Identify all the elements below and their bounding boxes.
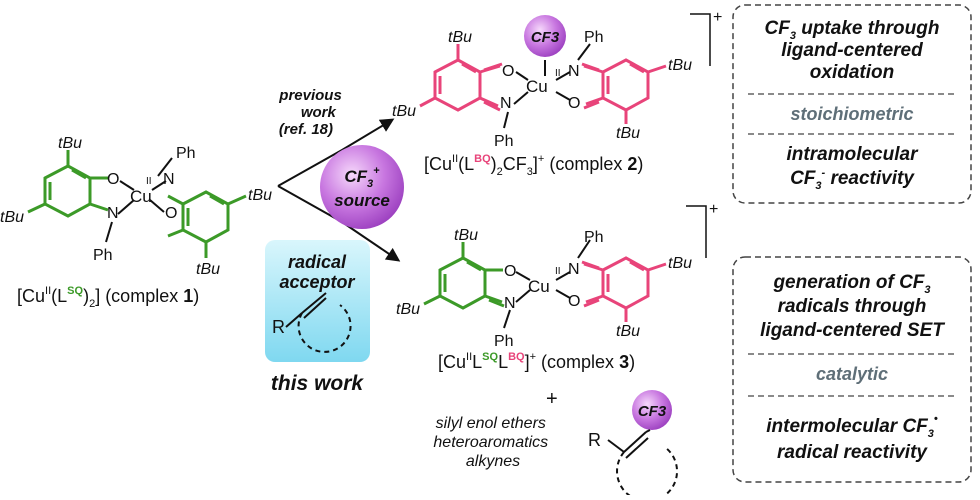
- svg-text:acceptor: acceptor: [279, 272, 355, 292]
- c3-ph-top: Ph: [584, 229, 604, 246]
- c3-tbu-bottom: tBu: [616, 323, 640, 340]
- svg-text:radical: radical: [288, 252, 347, 272]
- cf3-source-sphere: CF3+ source: [320, 145, 404, 229]
- c3-ph-bottom: Ph: [494, 333, 514, 350]
- previous-work-label: previous work (ref. 18): [278, 87, 346, 138]
- info-box-top: CF3 uptake through ligand-centered oxida…: [732, 4, 972, 204]
- c2-tbu-left: tBu: [392, 103, 416, 120]
- c1-n2: N: [163, 171, 175, 188]
- c3-tbu-left: tBu: [396, 301, 420, 318]
- c3-o1: O: [504, 263, 516, 280]
- c2-tbu-top: tBu: [448, 29, 472, 46]
- svg-text:radical reactivity: radical reactivity: [777, 442, 928, 463]
- this-work-label: this work: [271, 372, 365, 395]
- c3-cu-ox: II: [555, 266, 561, 277]
- product-cf3: CF3: [638, 403, 667, 420]
- c3-n1: N: [504, 295, 516, 312]
- c2-tbu-bottom: tBu: [616, 125, 640, 142]
- c1-cu-ox: II: [146, 176, 152, 187]
- c3-o2: O: [568, 293, 580, 310]
- plus-sign: +: [546, 388, 558, 410]
- c1-ph-top: Ph: [176, 145, 196, 162]
- c2-n1: N: [500, 95, 512, 112]
- c3-n2: N: [568, 261, 580, 278]
- svg-text:ligand-centered: ligand-centered: [781, 40, 923, 61]
- complex-1-caption: [CuII(LSQ)2] (complex 1): [17, 285, 199, 310]
- svg-text:intermolecular CF3•: intermolecular CF3•: [766, 413, 938, 440]
- c1-o1: O: [107, 171, 119, 188]
- c2-cf3: CF3: [531, 29, 560, 46]
- c2-ph-bottom: Ph: [494, 133, 514, 150]
- complex-2-caption: [CuII(LBQ)2CF3]+ (complex 2): [424, 153, 643, 178]
- c2-ph-top: Ph: [584, 29, 604, 46]
- c2-n2: N: [568, 63, 580, 80]
- c1-tbu-top: tBu: [58, 135, 82, 152]
- c2-o1: O: [502, 63, 514, 80]
- c1-n1: N: [107, 205, 119, 222]
- svg-text:ligand-centered SET: ligand-centered SET: [760, 320, 945, 341]
- svg-text:CF3+: CF3+: [344, 165, 380, 190]
- complex-1-structure: O N Cu II N O Ph Ph tBu tBu tBu tBu: [0, 135, 272, 278]
- svg-text:CF3 uptake through: CF3 uptake through: [764, 18, 939, 42]
- svg-text:radicals through: radicals through: [778, 296, 927, 317]
- complex-3-structure: O N Cu II N O Ph Ph tBu tBu tBu tBu +: [396, 201, 718, 350]
- svg-text:generation of CF3: generation of CF3: [772, 272, 930, 296]
- c2-cu: Cu: [526, 77, 548, 96]
- product-structure: CF3 R: [588, 390, 679, 500]
- svg-text:source: source: [334, 191, 390, 210]
- svg-text:intramolecular: intramolecular: [787, 144, 920, 165]
- c3-cu: Cu: [528, 277, 550, 296]
- svg-text:oxidation: oxidation: [810, 62, 894, 83]
- substrate-list: silyl enol ethers heteroaromatics alkyne…: [433, 415, 552, 470]
- c1-o2: O: [165, 205, 177, 222]
- radical-acceptor-r: R: [272, 317, 285, 337]
- c3-charge: +: [709, 201, 718, 218]
- c3-tbu-right: tBu: [668, 255, 692, 272]
- svg-text:stoichiometric: stoichiometric: [790, 104, 913, 124]
- c1-ph-bottom: Ph: [93, 247, 113, 264]
- c3-tbu-top: tBu: [454, 227, 478, 244]
- svg-text:CF3- reactivity: CF3- reactivity: [790, 167, 915, 192]
- c1-tbu-bottom: tBu: [196, 261, 220, 278]
- svg-text:catalytic: catalytic: [816, 364, 888, 384]
- c2-o2: O: [568, 95, 580, 112]
- c1-tbu-right: tBu: [248, 187, 272, 204]
- c1-cu: Cu: [130, 187, 152, 206]
- product-r: R: [588, 430, 601, 450]
- info-box-bottom: generation of CF3 radicals through ligan…: [732, 256, 972, 483]
- complex-3-caption: [CuIILSQLBQ]+ (complex 3): [438, 351, 635, 372]
- complex-2-structure: CF3 O N Cu II N O Ph Ph tBu tBu tBu tBu …: [392, 9, 722, 150]
- radical-acceptor-box: radical acceptor R: [265, 240, 370, 362]
- c2-cu-ox: II: [555, 68, 561, 79]
- c2-charge: +: [713, 9, 722, 26]
- c2-tbu-right: tBu: [668, 57, 692, 74]
- c1-tbu-left: tBu: [0, 209, 24, 226]
